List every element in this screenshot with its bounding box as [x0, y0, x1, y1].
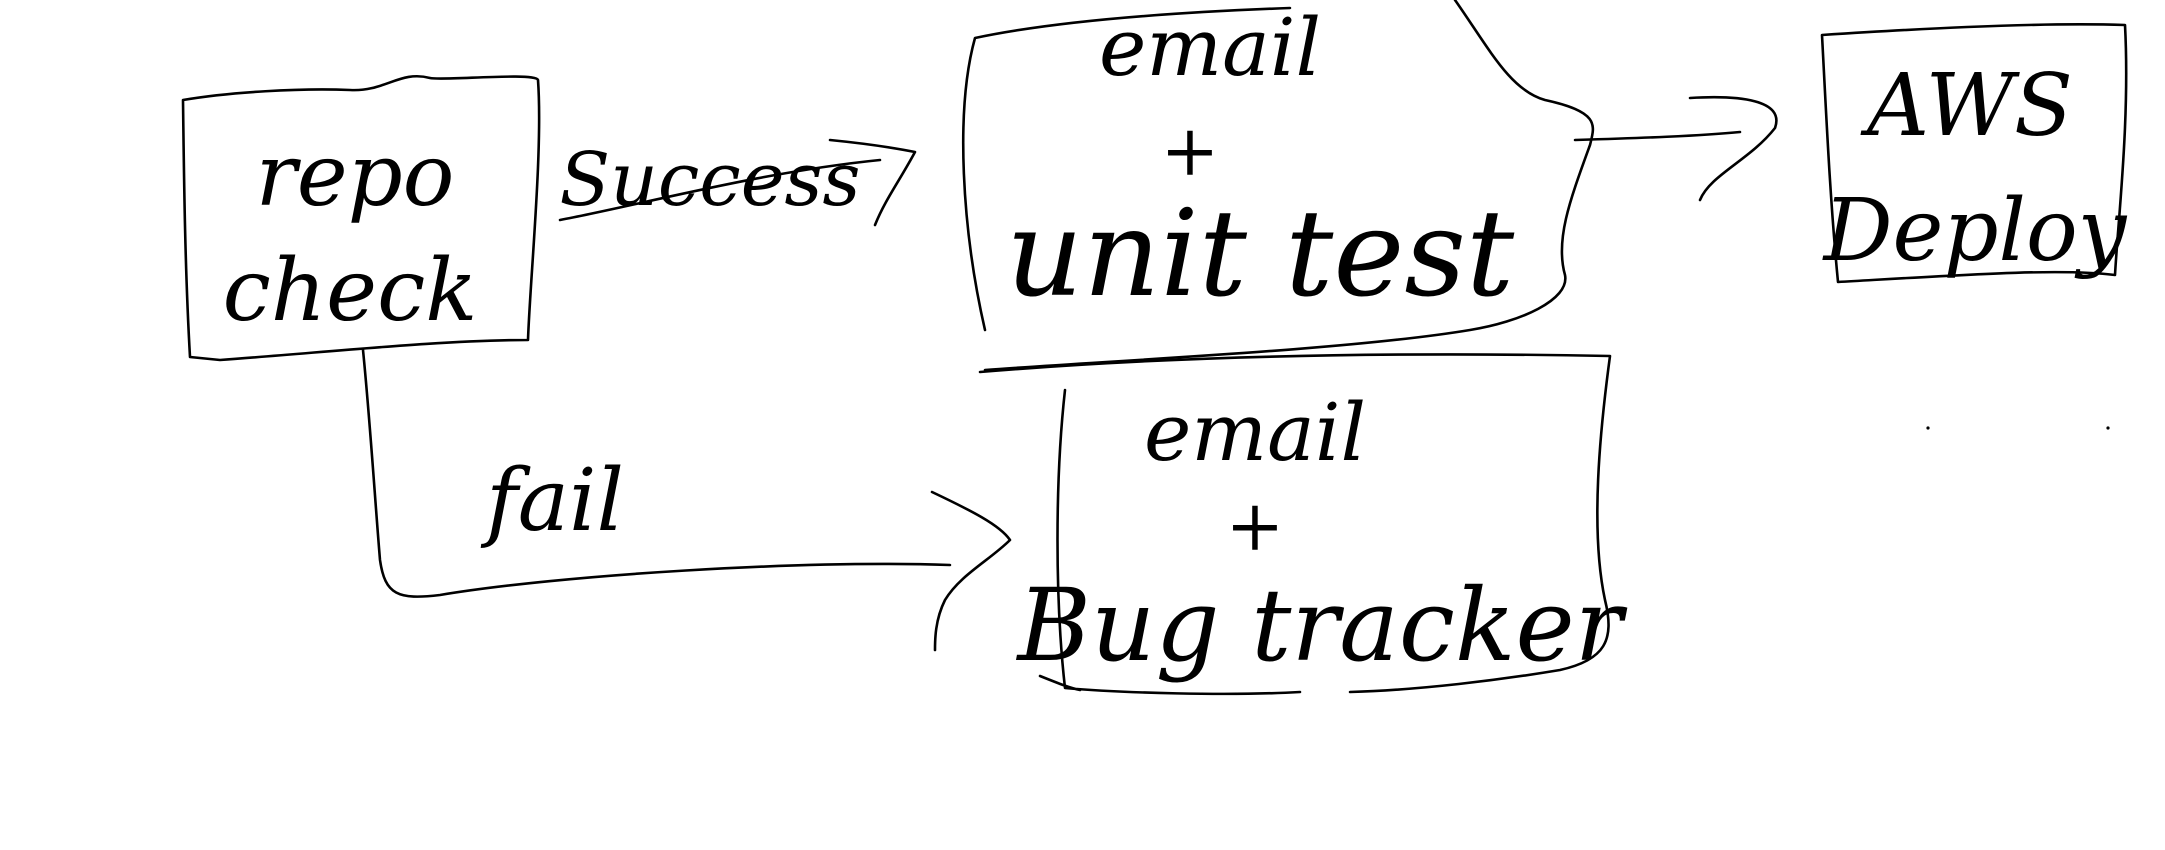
email-unit-test-label-line3: unit test — [1006, 185, 1515, 324]
fail-edge-label: fail — [480, 451, 624, 551]
fail-arrow-line — [361, 348, 952, 598]
email-unit-test-label-line2: + — [1161, 110, 1220, 192]
repo-check-node: repo check — [181, 75, 541, 362]
aws-deploy-label-line1: AWS — [1860, 56, 2073, 156]
repo-check-label-line1: repo — [256, 126, 455, 226]
email-bug-tracker-node: email + Bug tracker — [978, 353, 1628, 696]
email-unit-test-node: email + unit test — [961, 0, 1595, 372]
success-arrow-head — [828, 138, 917, 227]
stray-ink-dot — [2106, 426, 2110, 430]
email-unit-test-label-line1: email — [1099, 1, 1321, 94]
repo-check-label-line2: check — [223, 241, 478, 341]
email-bug-tracker-label-line3: Bug tracker — [1016, 567, 1628, 684]
success-edge: Success — [558, 137, 917, 227]
email-bug-tracker-label-line2: + — [1226, 485, 1285, 567]
aws-deploy-box — [1820, 23, 2128, 284]
email-unit-test-box — [961, 0, 1595, 372]
fail-arrow-head — [930, 490, 1012, 652]
deploy-arrow-line — [1573, 130, 1742, 142]
email-bug-tracker-label-line1: email — [1144, 386, 1366, 479]
aws-deploy-node: AWS Deploy — [1820, 23, 2128, 430]
success-edge-label: Success — [560, 137, 861, 223]
email-bug-tracker-box — [978, 353, 1612, 696]
deploy-arrow-head — [1688, 95, 1778, 202]
success-arrow-line — [558, 158, 882, 222]
repo-check-box — [181, 75, 541, 362]
fail-edge: fail — [361, 348, 1012, 652]
stray-ink-dot — [1926, 426, 1930, 430]
deploy-edge — [1573, 95, 1778, 202]
aws-deploy-label-line2: Deploy — [1822, 181, 2128, 281]
